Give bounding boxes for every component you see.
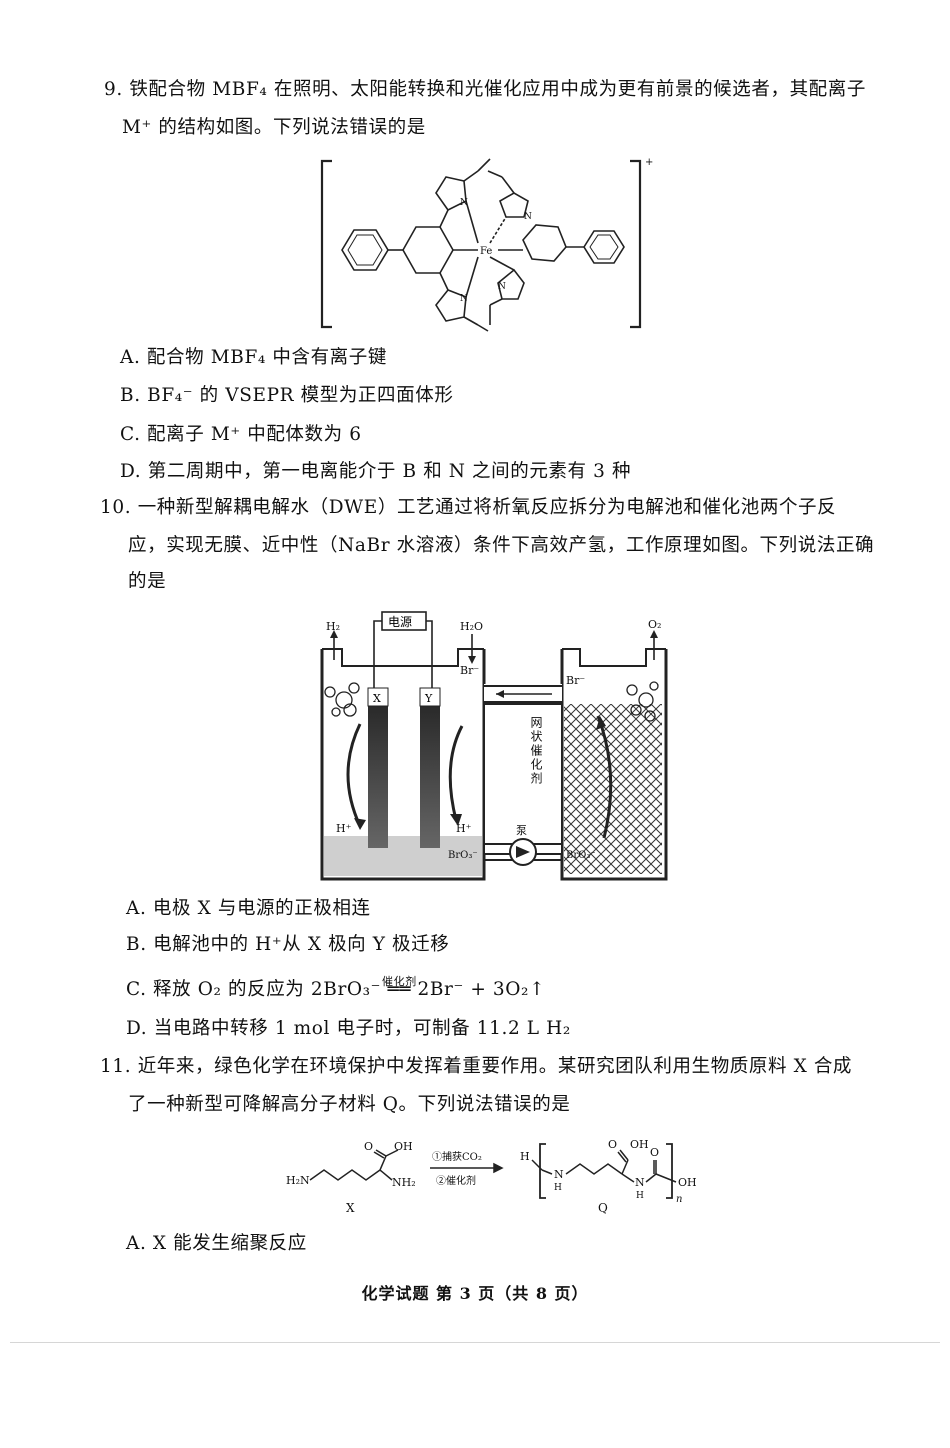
q11-q-o: O [608, 1138, 617, 1151]
q9-stem-line2: M⁺ 的结构如图。下列说法错误的是 [122, 117, 426, 138]
q10-br-right-label: Br⁻ [566, 674, 585, 687]
q11-label-x: X [346, 1201, 355, 1215]
q9-option-c: C. 配离子 M⁺ 中配体数为 6 [120, 424, 362, 445]
q9-option-b: B. BF₄⁻ 的 VSEPR 模型为正四面体形 [120, 385, 454, 406]
q11-x-oh: OH [394, 1140, 413, 1153]
q10-option-c-catalyst: 催化剂 [382, 975, 417, 988]
q11-step1: ①捕获CO₂ [432, 1150, 482, 1163]
q9-n-label-4: N [498, 282, 506, 292]
q9-n-label-2: N [460, 294, 468, 304]
q11-stem-line2: 了一种新型可降解高分子材料 Q。下列说法错误的是 [128, 1094, 571, 1115]
q11-q-h2: H [636, 1191, 644, 1201]
q10-h-plus-left-label: H⁺ [336, 822, 352, 835]
q10-electrode-x-label: X [373, 692, 381, 705]
q11-q-h1: H [554, 1183, 562, 1193]
q10-bro3-right-label: BrO₃⁻ [566, 850, 596, 861]
q11-label-q: Q [598, 1201, 608, 1215]
q10-option-c: C. 释放 O₂ 的反应为 2BrO₃⁻ ══ 2Br⁻ + 3O₂↑ [126, 979, 546, 1000]
q10-stem-line2: 应，实现无膜、近中性（NaBr 水溶液）条件下高效产氢，工作原理如图。下列说法正… [128, 535, 875, 556]
q10-h-plus-right-label: H⁺ [456, 822, 472, 835]
q10-pump-label: 泵 [516, 824, 527, 837]
q10-h2-label: H₂ [326, 620, 340, 633]
q11-x-nh2: NH₂ [392, 1176, 416, 1189]
q9-option-d: D. 第二周期中，第一电离能介于 B 和 N 之间的元素有 3 种 [120, 461, 632, 482]
q10-electrode-y-label: Y [424, 692, 433, 705]
q11-q-h: H [520, 1150, 530, 1163]
q11-q-oh2: OH [678, 1176, 697, 1189]
q10-catalyst-label: 网状催化剂 [529, 716, 543, 786]
q10-option-a: A. 电极 X 与电源的正极相连 [126, 898, 371, 919]
q10-power-label: 电源 [388, 615, 412, 629]
q9-charge-label: + [645, 157, 653, 168]
q10-br-left-label: Br⁻ [460, 664, 479, 677]
q11-q-n-subscript: n [676, 1194, 682, 1205]
q10-option-d: D. 当电路中转移 1 mol 电子时，可制备 11.2 L H₂ [126, 1018, 571, 1039]
q10-stem-line1: 10. 一种新型解耦电解水（DWE）工艺通过将析氧反应拆分为电解池和催化池两个子… [100, 497, 837, 518]
q11-q-o2: O [650, 1146, 659, 1159]
q11-q-n2: N [635, 1176, 645, 1189]
page-divider [10, 1342, 940, 1343]
q11-q-n1: N [554, 1168, 564, 1181]
q10-stem-line3: 的是 [128, 571, 167, 592]
q11-option-a: A. X 能发生缩聚反应 [126, 1233, 307, 1254]
q10-option-b: B. 电解池中的 H⁺从 X 极向 Y 极迁移 [126, 934, 450, 955]
q11-reaction-figure: H₂N NH₂ O OH X ①捕获CO₂ ②催化剂 H N H O OH N … [286, 1138, 697, 1215]
q11-stem-line1: 11. 近年来，绿色化学在环境保护中发挥着重要作用。某研究团队利用生物质原料 X… [100, 1056, 853, 1077]
q10-bro3-left-label: BrO₃⁻ [448, 850, 478, 861]
q11-x-o: O [364, 1140, 373, 1153]
q9-option-a: A. 配合物 MBF₄ 中含有离子键 [120, 347, 387, 368]
page-footer: 化学试题 第 3 页（共 8 页） [361, 1284, 589, 1303]
q11-step2: ②催化剂 [436, 1174, 476, 1187]
q9-stem-line1: 9. 铁配合物 MBF₄ 在照明、太阳能转换和光催化应用中成为更有前景的候选者，… [104, 79, 866, 100]
q9-n-label-3: N [524, 212, 532, 222]
q10-o2-label: O₂ [648, 618, 661, 631]
q10-electrolysis-figure: 电源 X Y H₂ H₂O O₂ Br [320, 611, 668, 881]
q9-fe-atom-label: Fe [480, 246, 492, 257]
q11-x-h2n: H₂N [286, 1174, 310, 1187]
q10-h2o-label: H₂O [460, 620, 483, 633]
q11-q-oh: OH [630, 1138, 649, 1151]
q9-n-label-1: N [460, 198, 468, 208]
q9-structure-figure: Fe + N N N N [320, 157, 653, 332]
